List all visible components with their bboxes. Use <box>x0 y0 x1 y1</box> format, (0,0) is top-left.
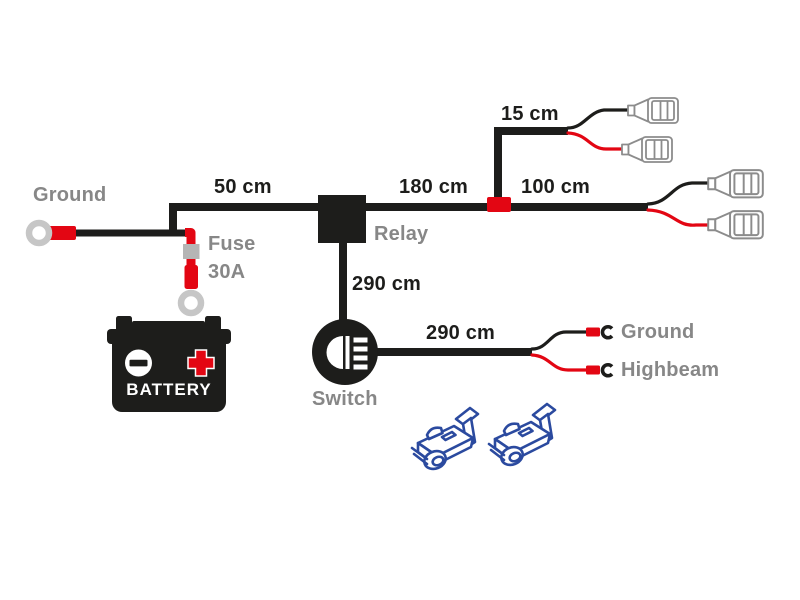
quick-splice-clip-icon <box>410 406 480 474</box>
highbeam-label: Highbeam <box>621 359 720 381</box>
pigtail-wires <box>530 108 710 372</box>
quick-splice-clip-icon <box>487 402 557 470</box>
length-100cm-label: 100 cm <box>521 176 591 198</box>
spade-connector-icon <box>707 210 764 240</box>
battery-icon <box>107 316 231 412</box>
fuse-label-line2: 30A <box>208 261 246 283</box>
bullet-terminal-icon <box>586 363 614 378</box>
fuse-icon <box>177 228 205 317</box>
length-180cm-label: 180 cm <box>399 176 469 198</box>
ground-right-label: Ground <box>621 321 695 343</box>
relay-box-icon <box>318 195 366 243</box>
ring-terminal-icon <box>177 289 205 317</box>
switch-label: Switch <box>312 388 378 410</box>
junction-connector-icon <box>487 197 511 212</box>
battery-plus-icon <box>187 349 215 377</box>
length-15cm-label: 15 cm <box>501 103 559 125</box>
bullet-terminal-icon <box>586 325 614 340</box>
length-50cm-label: 50 cm <box>214 176 272 198</box>
fuse-label: Fuse 30A <box>208 230 255 286</box>
relay-label: Relay <box>374 223 429 245</box>
length-290cm-output-label: 290 cm <box>426 322 496 344</box>
ring-terminal-icon <box>25 219 76 247</box>
ground-left-label: Ground <box>33 184 107 206</box>
battery-label: BATTERY <box>126 380 212 399</box>
spade-connector-icon <box>621 136 673 163</box>
length-290cm-switch-label: 290 cm <box>352 273 422 295</box>
fuse-label-line1: Fuse <box>208 233 256 255</box>
spade-connector-icon <box>627 97 679 124</box>
spade-connector-icon <box>707 169 764 199</box>
headlight-switch-icon <box>312 319 378 385</box>
